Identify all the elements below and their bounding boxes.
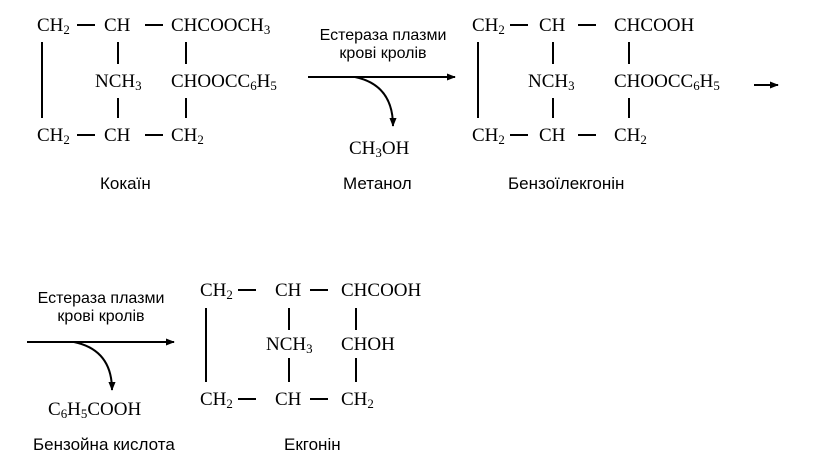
benzoylecgonine-ch-top: CH — [539, 15, 566, 36]
ecgonine-caption: Екгонін — [284, 435, 341, 454]
cocaine-ch2-bottom: CH2 — [37, 125, 70, 148]
benzoic-acid-caption: Бензойна кислота — [33, 435, 175, 454]
step1-enzyme-line2: крові кролів — [339, 45, 427, 62]
benzoylecgonine-ch-bottom: CH — [539, 125, 566, 146]
cocaine-ester-group: CHCOOCH3 — [171, 15, 271, 38]
benzoylecgonine-acid-group: CHCOOH — [614, 15, 695, 36]
ecgonine-ch2-top: CH2 — [200, 280, 233, 303]
cocaine-nch3: NCH3 — [95, 71, 142, 94]
ecgonine-ch2-bottom-right: CH2 — [341, 389, 374, 412]
ecgonine-choh-group: CHOH — [341, 334, 395, 355]
benzoylecgonine-ch2-bottom: CH2 — [472, 125, 505, 148]
cocaine-ch-bottom: CH — [104, 125, 131, 146]
ecgonine-ch-top: CH — [275, 280, 302, 301]
benzoylecgonine-caption: Бензоїлекгонін — [508, 174, 625, 193]
step2-enzyme-line2: крові кролів — [57, 308, 145, 325]
methanol-caption: Метанол — [343, 174, 412, 193]
cocaine-benzoate-group: CHOOCC6H5 — [171, 71, 277, 94]
benzoic-acid-formula: C6H5COOH — [48, 399, 142, 422]
benzoylecgonine-ch2-top: CH2 — [472, 15, 505, 38]
ecgonine-ch-bottom: CH — [275, 389, 302, 410]
ecgonine-ch2-bottom: CH2 — [200, 389, 233, 412]
cocaine-ch-top: CH — [104, 15, 131, 36]
benzoylecgonine-nch3: NCH3 — [528, 71, 575, 94]
ecgonine-nch3: NCH3 — [266, 334, 313, 357]
benzoylecgonine-bonds — [477, 24, 630, 136]
cocaine-ch2-top: CH2 — [37, 15, 70, 38]
cocaine-caption: Кокаїн — [100, 174, 151, 193]
ecgonine-acid-group: CHCOOH — [341, 280, 422, 301]
step2-enzyme-line1: Естераза плазми — [37, 290, 165, 307]
benzoylecgonine-benzoate-group: CHOOCC6H5 — [614, 71, 720, 94]
cocaine-bonds — [41, 24, 187, 136]
methanol-formula: CH3OH — [349, 138, 410, 161]
step2-arrow — [27, 338, 175, 391]
step1-enzyme-line1: Естераза плазми — [319, 27, 447, 44]
step1-arrow — [308, 73, 456, 127]
benzoylecgonine-ch2-bottom-right: CH2 — [614, 125, 647, 148]
cocaine-ch2-bottom-right: CH2 — [171, 125, 204, 148]
ecgonine-bonds — [205, 289, 357, 400]
